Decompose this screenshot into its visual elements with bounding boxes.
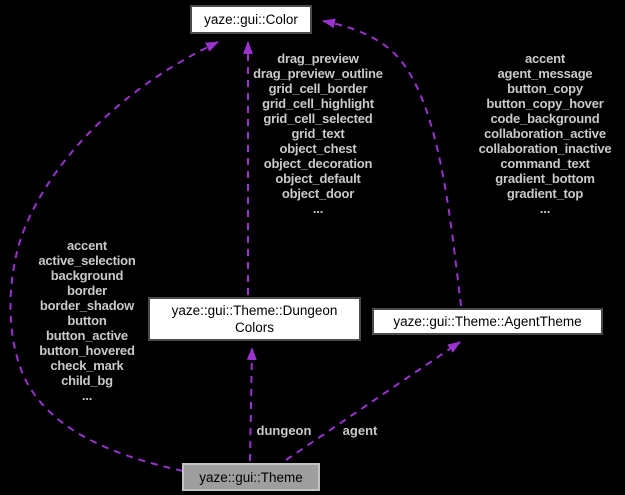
edge-member-label: drag_preview — [277, 51, 359, 66]
edge-theme-to-agent-theme — [285, 341, 461, 461]
node-yaze-gui-color[interactable]: yaze::gui::Color — [190, 5, 312, 34]
edge-member-label: object_decoration — [263, 156, 373, 171]
node-yaze-gui-theme[interactable]: yaze::gui::Theme — [182, 463, 320, 491]
edge-member-label: grid_cell_selected — [263, 111, 373, 126]
edge-member-label: agent_message — [497, 66, 593, 81]
edge-member-label: code_background — [490, 111, 600, 126]
edge-member-label: accent — [525, 51, 565, 66]
edge-member-label: border_shadow — [39, 298, 135, 313]
edge-member-label: button_active — [46, 328, 128, 343]
edge-label-agent: agent — [342, 423, 378, 438]
edge-member-label: collaboration_inactive — [478, 141, 612, 156]
edge-member-label: gradient_bottom — [495, 171, 595, 186]
node-yaze-gui-theme-agenttheme[interactable]: yaze::gui::Theme::AgentTheme — [372, 308, 603, 335]
edge-member-label: command_text — [500, 156, 590, 171]
edge-member-label: check_mark — [50, 358, 124, 373]
edge-member-label: drag_preview_outline — [253, 66, 383, 81]
edge-member-label: active_selection — [38, 253, 136, 268]
edge-member-label: button_hovered — [39, 343, 135, 358]
edge-member-label: accent — [67, 238, 107, 253]
edge-member-label: button_copy — [507, 81, 583, 96]
edge-member-label: ... — [312, 201, 324, 216]
edge-member-label: grid_cell_highlight — [262, 96, 374, 111]
edge-label-dungeon: dungeon — [256, 423, 312, 438]
edge-member-label: object_door — [281, 186, 355, 201]
edge-theme-to-dungeon-colors — [246, 347, 257, 462]
edge-member-label: object_default — [275, 171, 361, 186]
edge-member-label: gradient_top — [506, 186, 584, 201]
edge-member-label: object_chest — [279, 141, 357, 156]
edge-member-label: child_bg — [61, 373, 113, 388]
edge-member-label: collaboration_active — [484, 126, 606, 141]
edge-member-label: ... — [539, 201, 551, 216]
edge-member-label: grid_cell_border — [268, 81, 368, 96]
node-yaze-gui-theme-dungeoncolors[interactable]: yaze::gui::Theme::Dungeon Colors — [148, 297, 361, 341]
edge-member-label: button — [67, 313, 107, 328]
edge-member-label: button_copy_hover — [486, 96, 604, 111]
edge-member-label: grid_text — [291, 126, 345, 141]
edge-member-label: background — [50, 268, 124, 283]
edge-member-label: ... — [81, 388, 93, 403]
edge-member-label: border — [67, 283, 107, 298]
